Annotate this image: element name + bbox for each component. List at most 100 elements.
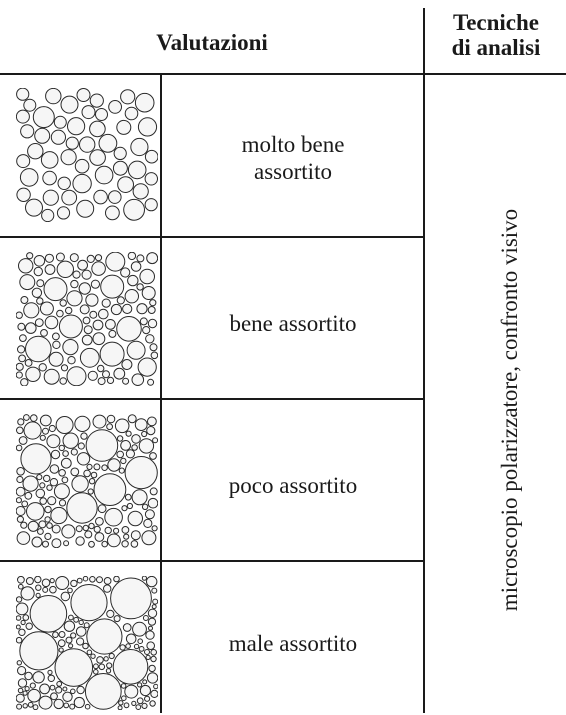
grain-circle: [19, 629, 25, 635]
grain-circle: [117, 451, 124, 458]
grain-circle: [71, 633, 76, 638]
grain-circle: [123, 378, 129, 384]
grain-circle: [44, 475, 50, 481]
grain-circle: [37, 475, 42, 480]
grain-circle: [51, 507, 67, 523]
grain-circle: [93, 415, 106, 428]
grain-circle: [142, 287, 155, 300]
grain-circle: [122, 506, 127, 511]
grain-circle: [39, 696, 52, 709]
grain-circle: [66, 637, 72, 643]
grain-circle: [117, 436, 122, 441]
row-divider-2: [0, 398, 423, 400]
grain-circle: [48, 497, 56, 505]
grain-circle: [132, 435, 141, 444]
row-label-molto-bene-assortito: molto bene assortito: [163, 131, 423, 185]
grain-circle: [46, 88, 61, 103]
grain-circle: [126, 431, 131, 436]
grain-circle: [122, 527, 129, 534]
grain-circle: [41, 330, 48, 337]
grain-circle: [18, 667, 26, 675]
grain-circle: [132, 490, 147, 505]
grain-circle: [119, 701, 123, 705]
grain-circle: [102, 465, 108, 471]
grain-circle: [68, 118, 85, 135]
grain-circle: [66, 307, 72, 313]
grain-circle: [82, 106, 95, 119]
grain-circle: [111, 304, 121, 314]
grain-circle: [90, 150, 106, 166]
grain-circle: [132, 701, 136, 705]
grain-circle: [71, 280, 78, 287]
grain-circle: [74, 697, 84, 707]
grain-circle: [109, 101, 122, 114]
grain-circle: [83, 525, 88, 530]
grain-circle: [23, 704, 27, 708]
row-label-line-2: assortito: [163, 158, 423, 185]
grain-circle: [114, 147, 126, 159]
grain-circle: [88, 489, 93, 494]
grain-circle: [126, 450, 134, 458]
grain-circle: [36, 593, 40, 597]
tecniche-line-1: Tecniche: [426, 10, 566, 35]
grain-circle: [148, 417, 157, 426]
grain-circle: [82, 335, 92, 345]
grain-circle: [43, 587, 48, 592]
grain-circle: [77, 638, 84, 645]
grain-circle: [43, 171, 57, 185]
grain-circle: [131, 138, 148, 155]
grain-circle: [113, 650, 148, 685]
grain-circle: [153, 599, 158, 604]
grain-circle: [119, 468, 124, 473]
grain-circle: [114, 528, 119, 533]
grain-circle: [87, 255, 94, 262]
grain-circle: [96, 518, 104, 526]
grain-circle: [48, 670, 52, 674]
grain-circle: [117, 297, 124, 304]
row-label-bene-assortito: bene assortito: [163, 310, 423, 337]
grain-circle: [17, 427, 24, 434]
grain-circle: [123, 304, 132, 313]
grain-circle: [44, 369, 59, 384]
grain-circle: [71, 585, 107, 621]
grain-circle: [20, 169, 38, 187]
grain-circle: [85, 531, 92, 538]
grain-circle: [148, 319, 156, 327]
grain-circle: [97, 657, 104, 664]
grain-circle: [114, 368, 125, 379]
grain-circle: [23, 691, 27, 695]
grain-circle: [16, 487, 25, 496]
grain-circle: [124, 703, 129, 708]
grain-circle: [89, 523, 94, 528]
grain-circle: [26, 367, 40, 381]
grain-circle: [153, 438, 158, 443]
grain-circle: [16, 363, 23, 370]
grain-circle: [30, 683, 35, 688]
grain-circle: [127, 341, 145, 359]
grain-circle: [61, 150, 76, 165]
grain-circle: [59, 445, 64, 450]
grain-circle: [59, 632, 65, 638]
grain-circle: [98, 505, 106, 513]
grain-circle: [47, 485, 52, 490]
grain-circle: [62, 190, 77, 205]
grain-circle: [16, 625, 20, 629]
grain-circle: [95, 166, 113, 184]
grain-circle: [77, 89, 90, 102]
grain-circle: [109, 191, 122, 204]
grain-circle: [23, 476, 38, 491]
row-label-male-assortito: male assortito: [163, 630, 423, 657]
grain-circle: [88, 371, 97, 380]
grain-circle: [74, 617, 79, 622]
grain-circle: [18, 346, 25, 353]
grain-circle: [48, 675, 54, 681]
very-well-sorted-grains-icon: [16, 88, 158, 222]
grain-circle: [137, 255, 144, 262]
grain-circle: [22, 501, 28, 507]
grain-circle: [71, 468, 79, 476]
grain-circle: [63, 451, 69, 457]
grain-circle: [113, 161, 127, 175]
grain-circle: [58, 177, 70, 189]
grain-circle: [126, 634, 136, 644]
grain-circle: [145, 173, 157, 185]
